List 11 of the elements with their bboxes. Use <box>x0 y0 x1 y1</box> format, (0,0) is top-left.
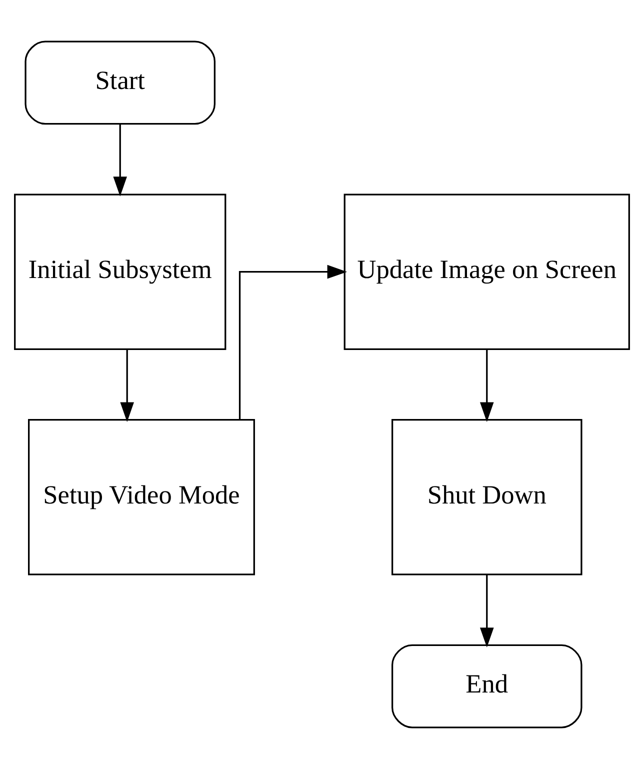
arrow <box>113 124 128 196</box>
arrow <box>238 264 348 420</box>
node-box: End <box>391 644 582 728</box>
node-box: Setup Video Mode <box>28 419 255 576</box>
arrow <box>480 349 494 422</box>
node-box: Start <box>24 40 216 125</box>
arrow <box>120 349 134 422</box>
node-box: Initial Subsystem <box>14 194 226 350</box>
node-box: Update Image on Screen <box>344 194 630 350</box>
arrow <box>480 574 494 648</box>
node-box: Shut Down <box>391 419 582 576</box>
